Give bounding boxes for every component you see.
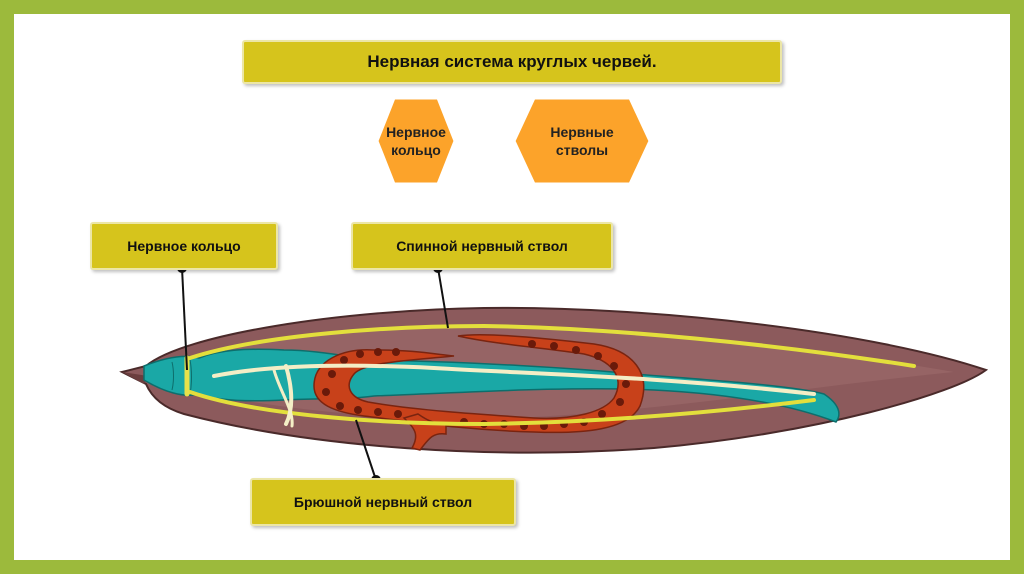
hexagon-label-nerve-ring: Нервное кольцо: [377, 98, 455, 184]
page-title: Нервная система круглых червей.: [242, 40, 782, 84]
label-ventral-nerve-trunk: Брюшной нервный ствол: [250, 478, 516, 526]
hexagon-label-nerve-trunks: Нервные стволы: [514, 98, 650, 184]
slide: Нервная система круглых червей. Нервное …: [14, 14, 1010, 560]
label-dorsal-nerve-trunk: Спинной нервный ствол: [351, 222, 613, 270]
label-nerve-ring: Нервное кольцо: [90, 222, 278, 270]
